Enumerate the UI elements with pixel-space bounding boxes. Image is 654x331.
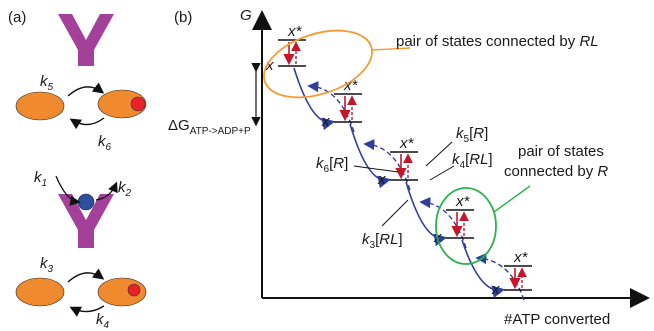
orange-ring bbox=[263, 29, 373, 99]
phospho-site-bottom bbox=[127, 283, 141, 297]
arrow-k5 bbox=[67, 82, 105, 97]
enzyme-left-bottom bbox=[15, 277, 65, 307]
delta-g-label: ΔGATP->ADP+P bbox=[168, 117, 251, 137]
label-x: x bbox=[265, 57, 274, 74]
receptor-top-icon bbox=[58, 14, 114, 66]
green-ring bbox=[435, 187, 497, 265]
arrow-k1 bbox=[55, 175, 81, 206]
blue-forward-arrow bbox=[405, 181, 448, 247]
blue-back-arrow bbox=[419, 196, 467, 249]
green-leader bbox=[493, 185, 531, 213]
leader-k3RL bbox=[381, 199, 409, 227]
label-x: x bbox=[377, 171, 386, 188]
y-axis-label: G bbox=[240, 7, 252, 24]
rate-k5R: k5[R] bbox=[456, 125, 488, 145]
rate-k3RL: k3[RL] bbox=[362, 231, 403, 251]
ligand-icon bbox=[77, 193, 95, 211]
k2-label: k2 bbox=[118, 179, 132, 199]
k6-label: k6 bbox=[98, 133, 112, 153]
phospho-site-top bbox=[130, 96, 146, 112]
energy-levels: x*xx*xx*xx*xx*x bbox=[265, 23, 532, 301]
label-x-star: x* bbox=[513, 249, 529, 266]
panel-b-label: (b) bbox=[174, 9, 192, 26]
label-x-star: x* bbox=[287, 23, 303, 40]
arrow-k4 bbox=[69, 305, 105, 317]
rate-k6R: k6[R] bbox=[316, 155, 348, 175]
enzyme-left-top bbox=[15, 91, 65, 121]
blue-back-arrow bbox=[475, 252, 525, 301]
annotation-r-line2: connected by R bbox=[504, 163, 608, 180]
k4-label: k4 bbox=[96, 311, 110, 331]
x-axis-label: #ATP converted bbox=[504, 311, 610, 328]
arrow-k6 bbox=[69, 117, 105, 130]
label-x: x bbox=[321, 113, 330, 130]
orange-leader bbox=[371, 47, 411, 51]
rate-k4RL: k4[RL] bbox=[452, 151, 493, 171]
arrow-k2 bbox=[95, 181, 118, 201]
annotation-rl: pair of states connected by RL bbox=[396, 33, 599, 50]
k3-label: k3 bbox=[40, 255, 54, 275]
blue-forward-arrow bbox=[461, 239, 506, 299]
label-x-star: x* bbox=[399, 135, 415, 152]
k5-label: k5 bbox=[40, 73, 54, 93]
leader-k5R bbox=[425, 141, 453, 167]
label-x-star: x* bbox=[455, 193, 471, 210]
leader-k6R bbox=[353, 165, 399, 173]
panel-a-label: (a) bbox=[8, 9, 26, 26]
k1-label: k1 bbox=[34, 169, 47, 189]
blue-back-arrow bbox=[307, 80, 355, 133]
label-x-star: x* bbox=[343, 77, 359, 94]
blue-forward-arrow bbox=[293, 67, 336, 131]
arrow-k3 bbox=[67, 268, 105, 283]
blue-back-arrow bbox=[363, 138, 411, 191]
label-x: x bbox=[491, 281, 500, 298]
annotation-r-line1: pair of states bbox=[518, 143, 604, 160]
receptor-bottom-icon bbox=[58, 194, 114, 248]
enzyme-right-top bbox=[97, 89, 147, 119]
leader-k4RL bbox=[429, 165, 455, 181]
